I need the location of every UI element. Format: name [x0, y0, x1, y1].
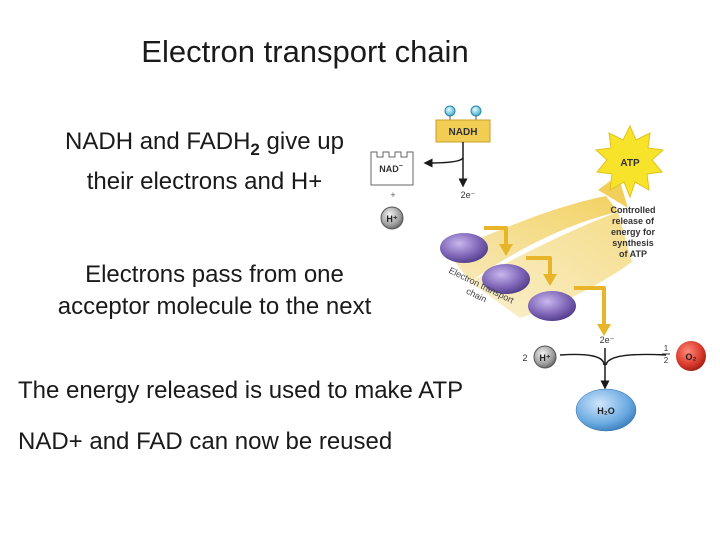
- h-ion-curve-arrow: [559, 353, 605, 366]
- nad-charge: −: [399, 163, 403, 170]
- controlled-release-label: Controlled release of energy for synthes…: [611, 205, 656, 259]
- nad-acceptor: NAD−: [370, 151, 414, 186]
- bullet-electron-donors: NADH and FADH2 give up their electrons a…: [22, 126, 387, 198]
- bullet-1-line2: their electrons and H+: [86, 168, 323, 195]
- electron-carrier-2: [482, 264, 530, 294]
- two-electrons-bottom: 2e⁻: [600, 335, 615, 345]
- half-numerator: 1: [664, 344, 669, 353]
- h-ion-coefficient: 2: [522, 353, 527, 363]
- h-ion-sphere: [380, 206, 404, 230]
- nadh-label: NADH: [449, 127, 478, 138]
- electron-step-arrowheads: [499, 244, 611, 336]
- electron-dot: [470, 105, 482, 117]
- water-label: H₂O: [597, 406, 615, 416]
- h-ion-sphere-2: [533, 345, 557, 369]
- plus-sign: +: [390, 190, 395, 200]
- energy-release-fan: [448, 196, 618, 282]
- electron-dot: [444, 105, 456, 117]
- bullet-energy-atp: The energy released is used to make ATP: [18, 377, 464, 404]
- nadh-carrier: NADH: [435, 105, 491, 143]
- controlled-release-line: energy for: [611, 227, 656, 237]
- h-ion-label: H⁺: [386, 214, 397, 224]
- controlled-release-line: release of: [612, 216, 655, 226]
- controlled-release-line: of ATP: [619, 249, 647, 259]
- water-sphere: [575, 388, 637, 432]
- oxygen-label: O₂: [686, 352, 697, 362]
- bullet-1-suffix: give up: [259, 128, 344, 155]
- h-ion-label-2: H⁺: [539, 353, 550, 363]
- o2-curve-arrow: [605, 353, 667, 366]
- atp-burst-icon: [594, 124, 665, 199]
- bullet-2-line2: acceptor molecule to the next: [57, 293, 372, 320]
- electron-carrier-1: [440, 233, 488, 263]
- electron-step-arrows: [484, 226, 606, 326]
- controlled-release-line: synthesis: [612, 238, 654, 248]
- atp-label: ATP: [620, 158, 640, 169]
- controlled-release-line: Controlled: [611, 205, 656, 215]
- half-denominator: 2: [664, 356, 669, 365]
- slide-title: Electron transport chain: [141, 34, 469, 69]
- svg-text:NAD−: NAD−: [379, 163, 403, 174]
- bullet-1-subscript: 2: [250, 140, 260, 159]
- bullet-reuse: NAD+ and FAD can now be reused: [18, 428, 393, 455]
- bullet-2-line1: Electrons pass from one: [85, 261, 344, 288]
- bullet-1-prefix: NADH and FADH: [65, 128, 251, 155]
- oxygen-sphere: [676, 341, 706, 371]
- nad-label: NAD: [379, 164, 399, 174]
- electron-carrier-3: [528, 291, 576, 321]
- bullet-electron-passing: Electrons pass from one acceptor molecul…: [22, 259, 407, 323]
- nad-curve-arrow: [423, 157, 464, 168]
- two-electrons-top: 2e⁻: [461, 190, 476, 200]
